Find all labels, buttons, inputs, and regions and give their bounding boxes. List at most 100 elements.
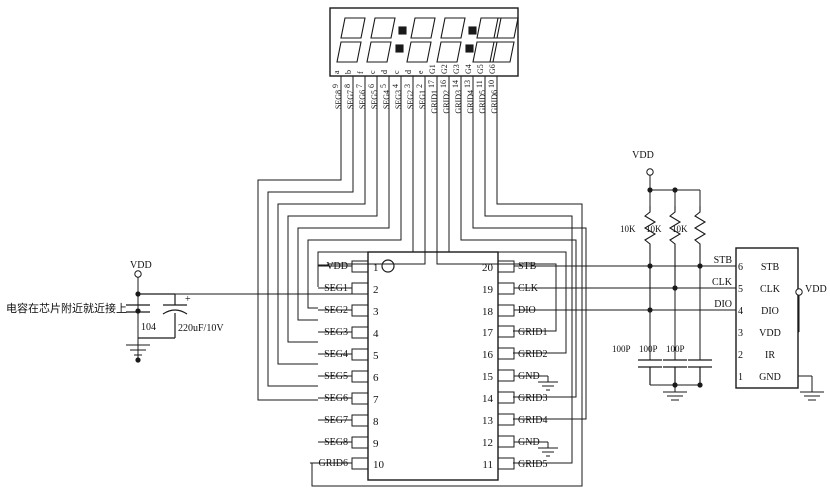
display-pin-number: 2 xyxy=(415,84,424,88)
gnd-pin15-net xyxy=(514,375,558,391)
display-pin-letter: f xyxy=(356,71,365,74)
vdd-left-net xyxy=(134,270,352,363)
display-signal-label: SEG1 xyxy=(418,90,427,109)
display-pin-number: 14 xyxy=(451,80,460,88)
display-pin-number: 9 xyxy=(331,84,340,88)
display-pin-number: 10 xyxy=(487,80,496,88)
display-pin-letter: d xyxy=(380,70,389,74)
connector-pin-label: STB xyxy=(761,262,780,273)
ic-pin-number: 5 xyxy=(373,350,379,362)
ic-pin-label: GRID4 xyxy=(518,415,547,426)
filter-cap-label: 100P xyxy=(612,344,631,354)
connector-body xyxy=(735,247,799,389)
connector-pin-label: DIO xyxy=(761,306,779,317)
display-pin-letter: G1 xyxy=(428,64,437,74)
display-pin-number: 3 xyxy=(403,84,412,88)
ic-pin-label: VDD xyxy=(326,261,348,272)
ic-pin-number: 7 xyxy=(373,394,379,406)
ic-pin-number: 10 xyxy=(373,459,385,471)
capacitor-100p-2 xyxy=(663,359,687,385)
ic-pin-label: SEG4 xyxy=(324,349,348,360)
ic-pin-number: 11 xyxy=(482,459,493,471)
display-pin-stubs xyxy=(340,76,498,145)
ic-left-pin-labels: VDD SEG1 SEG2 SEG3 SEG4 SEG5 SEG6 SEG7 S… xyxy=(319,261,348,469)
display-signal-labels: SEG8 SEG7 SEG6 SEG5 SEG4 SEG3 SEG2 SEG1 … xyxy=(334,90,499,114)
display-pin-number: 8 xyxy=(343,84,352,88)
ic-pin-number: 18 xyxy=(482,306,494,318)
filter-cap-label: 100P xyxy=(666,344,685,354)
connector-pin-labels: STB CLK DIO VDD IR GND xyxy=(759,262,781,383)
vdd-label-left: VDD xyxy=(130,260,152,271)
display-digit-1 xyxy=(336,17,366,63)
capacitor-104 xyxy=(126,304,150,313)
polarity-plus-mark: + xyxy=(185,294,191,305)
ic-body xyxy=(367,251,499,481)
ic-pin-label: GRID5 xyxy=(518,459,547,470)
capacitor-220uf xyxy=(138,293,188,339)
ground-left xyxy=(126,338,150,356)
display-signal-label: SEG2 xyxy=(406,90,415,109)
ic-right-pin-labels: STB CLK DIO GRID1 GRID2 GND GRID3 GRID4 … xyxy=(518,261,547,470)
display-signal-label: SEG4 xyxy=(382,90,391,109)
display-signal-label: GRID4 xyxy=(466,90,475,114)
display-pin-letter: a xyxy=(332,70,341,74)
display-pin-letter: G6 xyxy=(488,64,497,74)
display-digit-4 xyxy=(436,17,466,63)
connector-gnd-net xyxy=(798,375,824,401)
ic-pin-label: SEG7 xyxy=(324,415,348,426)
ic-pin-label: SEG8 xyxy=(324,437,348,448)
ic-pin-label: SEG1 xyxy=(324,283,348,294)
display-pin-number: 17 xyxy=(427,80,436,88)
ic-pin-label: SEG3 xyxy=(324,327,348,338)
ic-pin-label: GRID2 xyxy=(518,349,547,360)
display-module xyxy=(329,7,519,77)
ic-pin-label: GND xyxy=(518,371,540,382)
display-pin-letter: G5 xyxy=(476,64,485,74)
display-pin-number: 5 xyxy=(379,84,388,88)
resistor-10k-2 xyxy=(668,206,682,288)
display-signal-label: SEG7 xyxy=(346,90,355,109)
connector-pin-label: GND xyxy=(759,372,781,383)
ic-pin-label: GRID3 xyxy=(518,393,547,404)
filter-cap-drops xyxy=(649,266,701,360)
ic-pin-label: SEG2 xyxy=(324,305,348,316)
ic-left-pins xyxy=(310,260,369,470)
display-pin-letter: e xyxy=(416,70,425,74)
ic-pin-label: GRID1 xyxy=(518,327,547,338)
ic-pin-number: 16 xyxy=(482,349,494,361)
ic-pin-number: 9 xyxy=(373,438,379,450)
display-signal-label: SEG5 xyxy=(370,90,379,109)
display-pin-number: 11 xyxy=(475,80,484,88)
ic-pin-label: CLK xyxy=(518,283,539,294)
signal-label-clk: CLK xyxy=(712,277,733,288)
display-pin-number: 16 xyxy=(439,80,448,88)
display-colon-2 xyxy=(465,26,477,53)
capacitor-100p-1 xyxy=(638,359,662,385)
display-signal-label: SEG8 xyxy=(334,90,343,109)
display-signal-label: SEG6 xyxy=(358,90,367,109)
display-pin-letter: c xyxy=(392,70,401,74)
ic-pin-label: SEG5 xyxy=(324,371,348,382)
display-pin-numbers: 9 8 7 6 5 4 3 2 17 16 14 13 11 10 xyxy=(331,80,496,88)
filter-cap-label: 100P xyxy=(639,344,658,354)
vdd-label-pullup: VDD xyxy=(632,150,654,161)
display-signal-label: GRID6 xyxy=(490,90,499,114)
resistor-label: 10K xyxy=(646,224,662,234)
display-signal-label: GRID2 xyxy=(442,90,451,114)
ic-pin-number: 14 xyxy=(482,393,494,405)
resistor-10k-1 xyxy=(643,206,657,310)
display-signal-label: SEG3 xyxy=(394,90,403,109)
connector-vdd-net xyxy=(795,288,803,333)
display-pin-number: 4 xyxy=(391,84,400,88)
display-pin-letter: G3 xyxy=(452,64,461,74)
signal-label-dio: DIO xyxy=(714,299,732,310)
connector-pin-numbers: 6 5 4 3 2 1 xyxy=(738,262,743,383)
ic-pin-number: 20 xyxy=(482,262,494,274)
capacitor-220uf-label: 220uF/10V xyxy=(178,323,224,334)
ic-pin-number: 4 xyxy=(373,328,379,340)
gnd-pin12-net xyxy=(514,441,558,457)
signal-label-stb: STB xyxy=(714,255,733,266)
ic-pin-number: 13 xyxy=(482,415,494,427)
